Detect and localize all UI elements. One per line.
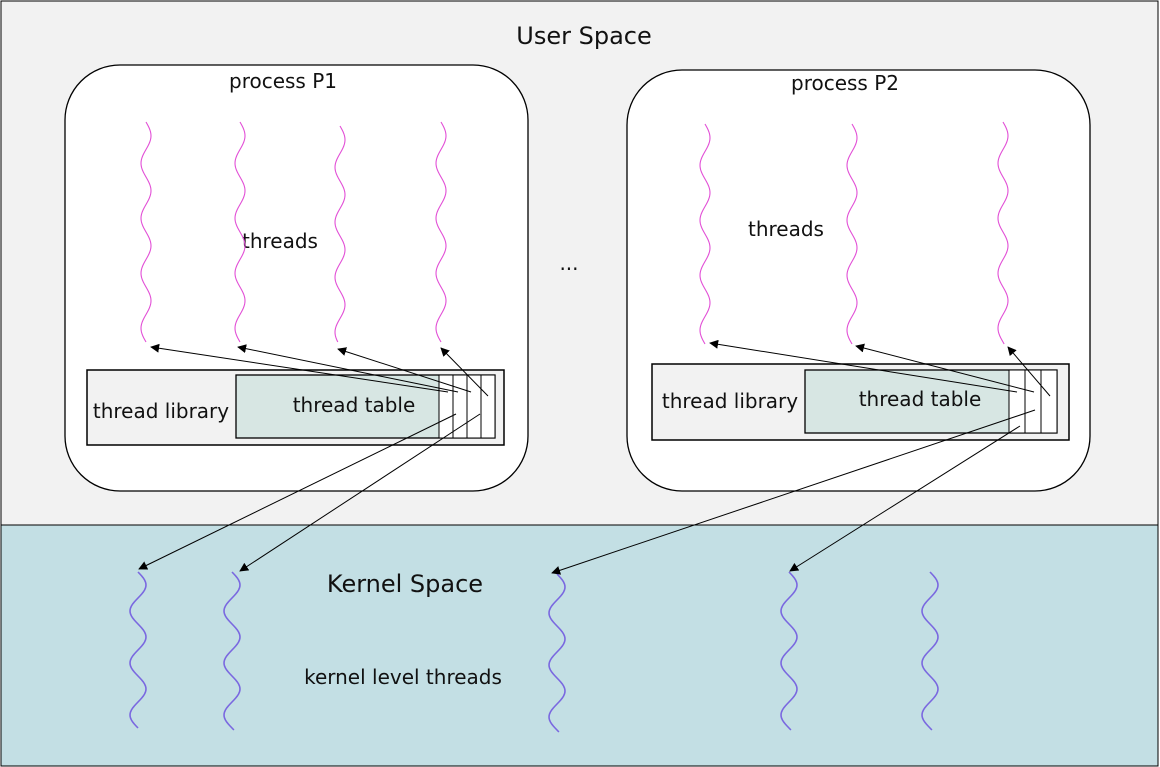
p1-kernel-arrows xyxy=(138,413,481,572)
arrow xyxy=(855,343,1035,393)
kernel-threads-label: kernel level threads xyxy=(304,665,502,689)
p1-user-arrows xyxy=(150,343,489,397)
process-p1-threads-label: threads xyxy=(242,229,318,253)
user-thread-line xyxy=(435,121,447,343)
process-p1: process P1 threads thread library thread… xyxy=(64,64,529,492)
table-cell xyxy=(1024,369,1042,434)
user-threads xyxy=(140,121,1009,345)
process-p1-title: process P1 xyxy=(229,69,337,93)
user-thread-line xyxy=(699,123,711,345)
arrow xyxy=(709,339,1018,393)
user-space-label: User Space xyxy=(516,22,651,50)
process-p2: process P2 threads thread library thread… xyxy=(626,69,1091,492)
user-thread-line xyxy=(997,121,1009,345)
kernel-thread-line xyxy=(223,571,241,731)
process-p2-table-cells xyxy=(1008,369,1058,434)
user-thread-line xyxy=(846,123,858,345)
arrow xyxy=(337,347,472,393)
kernel-threads xyxy=(129,571,939,733)
p2-user-arrows xyxy=(709,339,1051,397)
ellipsis-label: ... xyxy=(559,251,578,275)
user-thread-line xyxy=(234,121,246,343)
arrow xyxy=(150,343,449,393)
table-cell xyxy=(466,374,482,439)
kernel-space-region xyxy=(0,524,1159,767)
kernel-thread-line xyxy=(129,571,147,729)
process-p2-thread-library-label: thread library xyxy=(662,389,798,413)
p2-kernel-arrows xyxy=(551,409,1036,575)
process-p2-title: process P2 xyxy=(791,71,899,95)
kernel-thread-line xyxy=(921,571,939,731)
table-cell xyxy=(1008,369,1026,434)
table-cell xyxy=(1040,369,1058,434)
table-cell xyxy=(452,374,468,439)
arrow xyxy=(138,413,457,570)
arrow xyxy=(1007,346,1051,397)
arrow xyxy=(239,413,481,572)
kernel-space-label: Kernel Space xyxy=(327,570,483,598)
arrow xyxy=(551,409,1036,575)
table-cell xyxy=(480,374,496,439)
arrow xyxy=(440,347,489,397)
kernel-thread-line xyxy=(548,573,566,733)
user-thread-line xyxy=(334,125,346,343)
process-p2-thread-table-label: thread table xyxy=(859,387,982,411)
arrow xyxy=(237,344,459,393)
process-p2-threads-label: threads xyxy=(748,217,824,241)
user-thread-line xyxy=(140,121,152,343)
arrow xyxy=(789,425,1021,572)
table-cell xyxy=(438,374,454,439)
kernel-thread-line xyxy=(780,571,798,731)
process-p1-thread-table-label: thread table xyxy=(293,393,416,417)
process-p1-thread-library-label: thread library xyxy=(93,399,229,423)
